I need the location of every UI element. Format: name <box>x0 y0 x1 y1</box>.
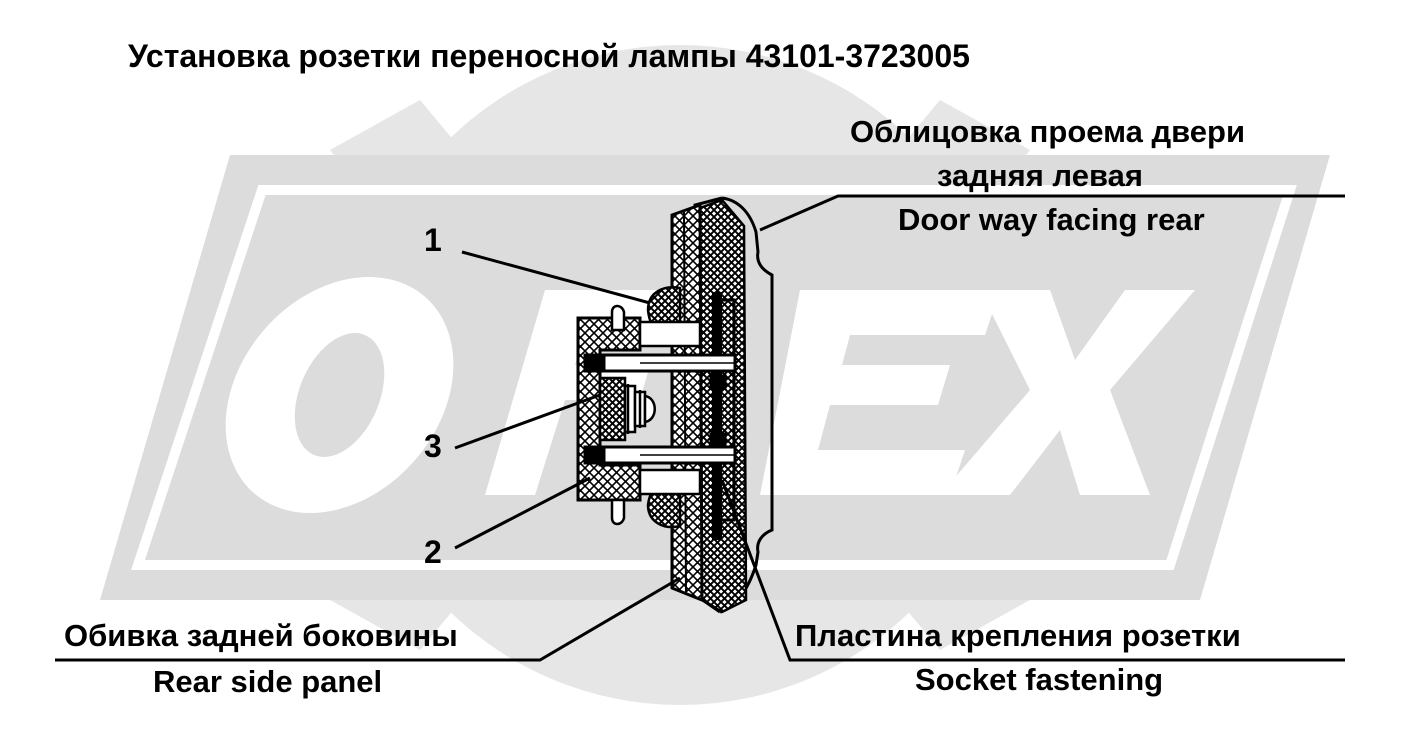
callout-fastening-plate-en: Socket fastening <box>915 662 1164 697</box>
callout-fastening-plate-ru: Пластина крепления розетки <box>795 618 1241 653</box>
watermark-letters <box>225 277 1195 513</box>
leader-lines <box>55 194 1345 662</box>
part-number-2: 2 <box>424 534 442 570</box>
part-number-1: 1 <box>424 222 442 258</box>
callout-door-facing-ru-line2: задняя левая <box>937 158 1143 193</box>
callout-door-facing-ru-line1: Облицовка проема двери <box>850 114 1246 149</box>
door-facing-section <box>698 198 748 614</box>
rear-side-panel-section <box>670 202 704 603</box>
part-number-3: 3 <box>424 428 442 464</box>
callout-side-panel-ru: Обивка задней боковины <box>64 618 458 653</box>
mounting-screws <box>583 353 737 465</box>
diagram-title: Установка розетки переносной лампы 43101… <box>128 38 970 74</box>
callout-door-facing-en: Door way facing rear <box>898 202 1205 237</box>
panel-inner-line <box>683 211 687 596</box>
socket-contact-insert <box>598 376 656 442</box>
callout-side-panel-en: Rear side panel <box>153 664 383 699</box>
